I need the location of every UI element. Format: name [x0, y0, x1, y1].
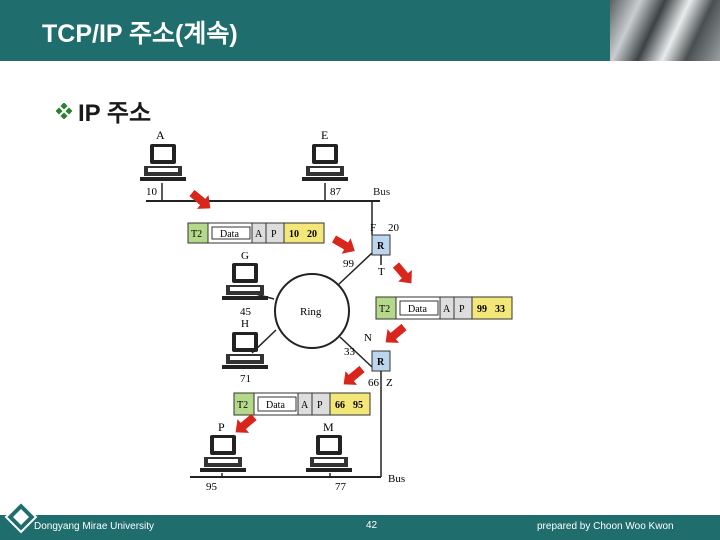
svg-text:T2: T2: [237, 400, 248, 411]
station-t-label: T: [378, 266, 385, 278]
frame-2-src: 33: [495, 304, 505, 315]
frame-1-dst: 10: [289, 229, 299, 240]
page-number: 42: [366, 520, 378, 531]
computer-g-icon: [222, 263, 268, 300]
address-g: 99: [343, 258, 355, 270]
ring-label: Ring: [300, 306, 322, 318]
footer-university: Dongyang Mirae University: [34, 521, 155, 532]
station-n-label: N: [364, 332, 372, 344]
svg-text:A: A: [301, 400, 309, 411]
frame-2: T2 Data A P 99 33: [375, 296, 513, 320]
svg-text:Data: Data: [266, 400, 285, 411]
computer-e-icon: [302, 144, 348, 181]
station-g-label: G: [241, 250, 249, 262]
svg-text:T2: T2: [379, 304, 390, 315]
frame-1: T2 Data A P 10 20: [187, 222, 325, 244]
bus-top-label: Bus: [373, 186, 390, 198]
station-h-label: H: [241, 318, 249, 330]
station-f-label: F: [370, 222, 376, 234]
svg-text:A: A: [255, 229, 263, 240]
header-decoration: [610, 0, 720, 61]
address-n: 33: [344, 346, 356, 358]
frame-3-src: 95: [353, 400, 363, 411]
svg-text:A: A: [443, 304, 451, 315]
arrow-3-icon: [389, 259, 419, 290]
computer-m-icon: [306, 435, 352, 472]
address-e: 87: [330, 186, 342, 198]
ring-network: [274, 273, 350, 349]
station-e-label: E: [321, 128, 328, 142]
bullet-text: IP 주소: [78, 100, 152, 127]
arrow-5-icon: [337, 362, 368, 392]
svg-text:P: P: [271, 229, 277, 240]
title-bar: [0, 0, 720, 61]
logo-icon: [4, 500, 38, 534]
footer-author: prepared by Choon Woo Kwon: [537, 521, 674, 532]
address-z: 66: [368, 377, 380, 389]
computer-a-icon: [140, 144, 186, 181]
address-h: 71: [240, 373, 251, 385]
diamond-bullet-icon: [56, 102, 72, 119]
svg-text:T2: T2: [191, 229, 202, 240]
ip-address-figure: Bus A 10 E 87 F 20 T2 Data A P 10 20 R T…: [140, 128, 513, 493]
bus-bottom-label: Bus: [388, 473, 405, 485]
computer-h-icon: [222, 332, 268, 369]
svg-text:R: R: [377, 357, 385, 368]
address-a: 10: [146, 186, 158, 198]
frame-1-src: 20: [307, 229, 317, 240]
arrow-2-icon: [329, 231, 360, 259]
svg-text:P: P: [317, 400, 323, 411]
svg-text:R: R: [377, 241, 385, 252]
address-g2: 45: [240, 306, 252, 318]
station-z-label: Z: [386, 377, 393, 389]
footer-bar: [0, 515, 720, 540]
computer-p-icon: [200, 435, 246, 472]
frame-2-dst: 99: [477, 304, 487, 315]
arrow-4-icon: [379, 320, 410, 350]
bullet-item: IP 주소: [56, 93, 151, 128]
address-m: 77: [335, 481, 347, 493]
svg-text:P: P: [459, 304, 465, 315]
station-a-label: A: [156, 128, 165, 142]
frame-3: T2 Data A P 66 95: [233, 392, 371, 416]
svg-text:Data: Data: [408, 304, 427, 315]
station-m-label: M: [323, 420, 334, 434]
slide-title: TCP/IP 주소(계속): [42, 20, 238, 48]
station-p-label: P: [218, 420, 225, 434]
address-f: 20: [388, 222, 400, 234]
svg-text:Data: Data: [220, 229, 239, 240]
frame-3-dst: 66: [335, 400, 345, 411]
address-p: 95: [206, 481, 218, 493]
